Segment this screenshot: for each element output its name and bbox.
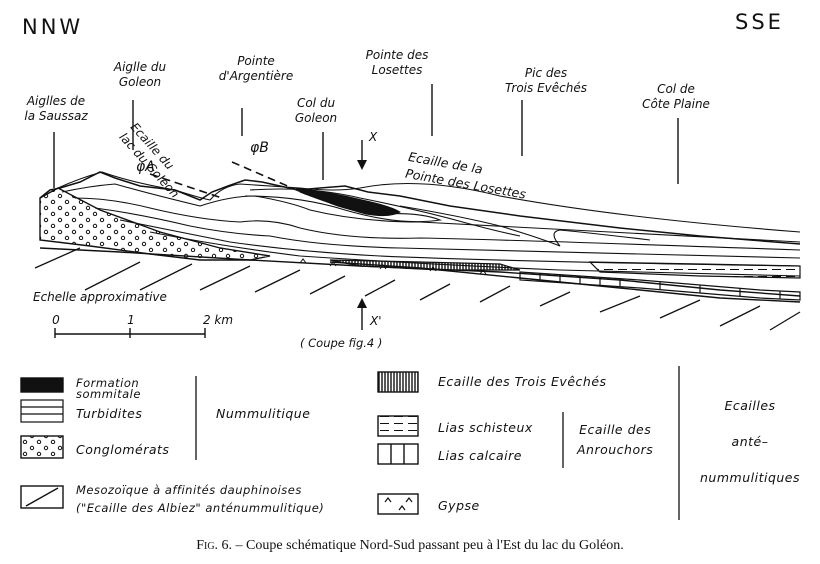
legend-lias-calcaire: Lias calcaire [438, 448, 522, 463]
label-x-bottom: X' [370, 314, 382, 328]
scale-tick-0: 0 [52, 313, 60, 327]
label-col-cote-plaine: Col de Côte Plaine [642, 82, 710, 111]
label-phi-b: φB [250, 140, 269, 156]
legend-lias-schisteux: Lias schisteux [438, 420, 533, 435]
direction-sse: SSE [735, 10, 784, 34]
label-pointe-losettes: Pointe des Losettes [365, 48, 429, 77]
mesozoic-hatching [34, 247, 801, 331]
legend-swatch-mesozoique [20, 485, 64, 509]
thrust-phi-b [231, 161, 307, 195]
legend-swatch-lias-calcaire [377, 443, 419, 465]
legend-swatch-trois-eveches [377, 371, 419, 393]
scale-title: Echelle approximative [33, 290, 167, 304]
figure-number: Fig. 6. [196, 538, 233, 553]
legend-swatch-sommitale [20, 377, 64, 393]
topographic-profile [39, 171, 801, 245]
lias-calcaire-unit [519, 271, 801, 301]
trois-eveches-unit [329, 259, 521, 271]
legend-turbidites: Turbidites [76, 406, 143, 421]
figure-caption-text: – Coupe schématique Nord-Sud passant peu… [232, 538, 624, 553]
conglomerate-unit [39, 187, 271, 261]
scale-bar [54, 328, 206, 338]
legend-ecaille-anrouchors: Ecaille des Anrouchors [577, 422, 654, 457]
legend-swatch-gypse [377, 493, 419, 515]
legend-trois-eveches: Ecaille des Trois Evêchés [438, 374, 607, 389]
scale-tick-1: 1 [127, 313, 135, 327]
label-pointe-argentiere: Pointe d'Argentière [218, 54, 294, 83]
gypse-marks [299, 258, 487, 275]
legend-swatch-lias-schisteux [377, 415, 419, 437]
lias-schisteux-unit [588, 261, 801, 279]
label-x-top: X [369, 130, 378, 144]
legend-formation-sommitale: Formation sommitale [76, 376, 141, 401]
legend-brackets [195, 366, 680, 520]
legend-conglomerats: Conglomérats [76, 442, 170, 457]
label-aiglles-saussaz: Aiglles de la Saussaz [24, 94, 88, 123]
direction-nnw: NNW [22, 15, 84, 39]
scale-tick-2: 2 km [202, 313, 234, 327]
legend-ecailles-ante-nummulitiques: Ecailles anté– nummulitiques [700, 398, 800, 485]
x-arrow-top [357, 140, 367, 170]
formation-sommitale-lens [294, 187, 401, 217]
label-phi-a: φA [136, 159, 155, 175]
coupe-reference: ( Coupe fig.4 ) [300, 336, 383, 350]
peak-pointers [53, 84, 679, 188]
label-aiglle-goleon: Aiglle du Goleon [113, 60, 167, 89]
legend-nummulitique: Nummulitique [216, 406, 311, 421]
figure-caption: Fig. 6. – Coupe schématique Nord-Sud pas… [0, 538, 820, 554]
x-arrow-bottom [357, 298, 367, 330]
legend-mesozoique: Mesozoïque à affinités dauphinoises ("Ec… [76, 483, 325, 515]
legend-swatch-conglomerats [20, 435, 64, 459]
legend-swatch-turbidites [20, 399, 64, 423]
label-pic-eveches: Pic des Trois Evêchés [505, 66, 587, 95]
legend-gypse: Gypse [438, 498, 480, 513]
label-col-goleon: Col du Goleon [294, 96, 338, 125]
